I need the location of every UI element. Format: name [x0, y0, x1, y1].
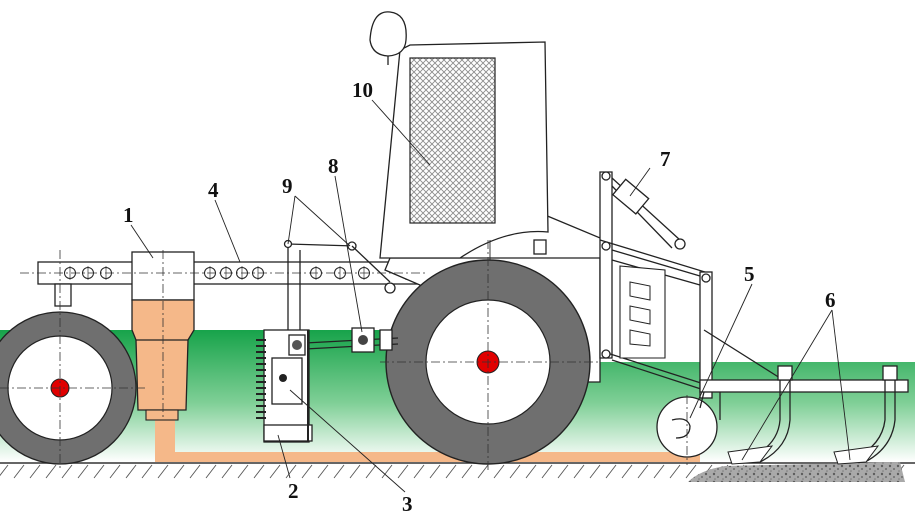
leader-lines — [130, 99, 851, 493]
callout-6: 6 — [825, 288, 836, 312]
callout-labels: 1 2 3 4 5 6 7 8 9 10 — [123, 78, 836, 516]
cardan-shaft — [304, 327, 399, 353]
tractor-cab — [369, 11, 549, 270]
callout-10: 10 — [352, 78, 373, 102]
callout-3: 3 — [402, 492, 413, 516]
rear-frame — [599, 171, 781, 399]
metering-unit — [256, 329, 313, 443]
cultivator-tines — [699, 365, 909, 465]
callout-8: 8 — [328, 154, 339, 178]
toolbar-beam — [37, 261, 424, 307]
callout-5: 5 — [744, 262, 755, 286]
front-gauge-wheel — [0, 311, 137, 465]
callout-1: 1 — [123, 203, 134, 227]
seed-tube — [155, 418, 700, 462]
linkage-arms — [283, 239, 396, 330]
loose-soil — [688, 462, 905, 482]
packer-roller — [656, 391, 718, 458]
center-lines — [0, 240, 688, 470]
callout-4: 4 — [208, 178, 219, 202]
callout-7: 7 — [660, 147, 671, 171]
callout-2: 2 — [288, 479, 299, 503]
callout-9: 9 — [282, 174, 293, 198]
